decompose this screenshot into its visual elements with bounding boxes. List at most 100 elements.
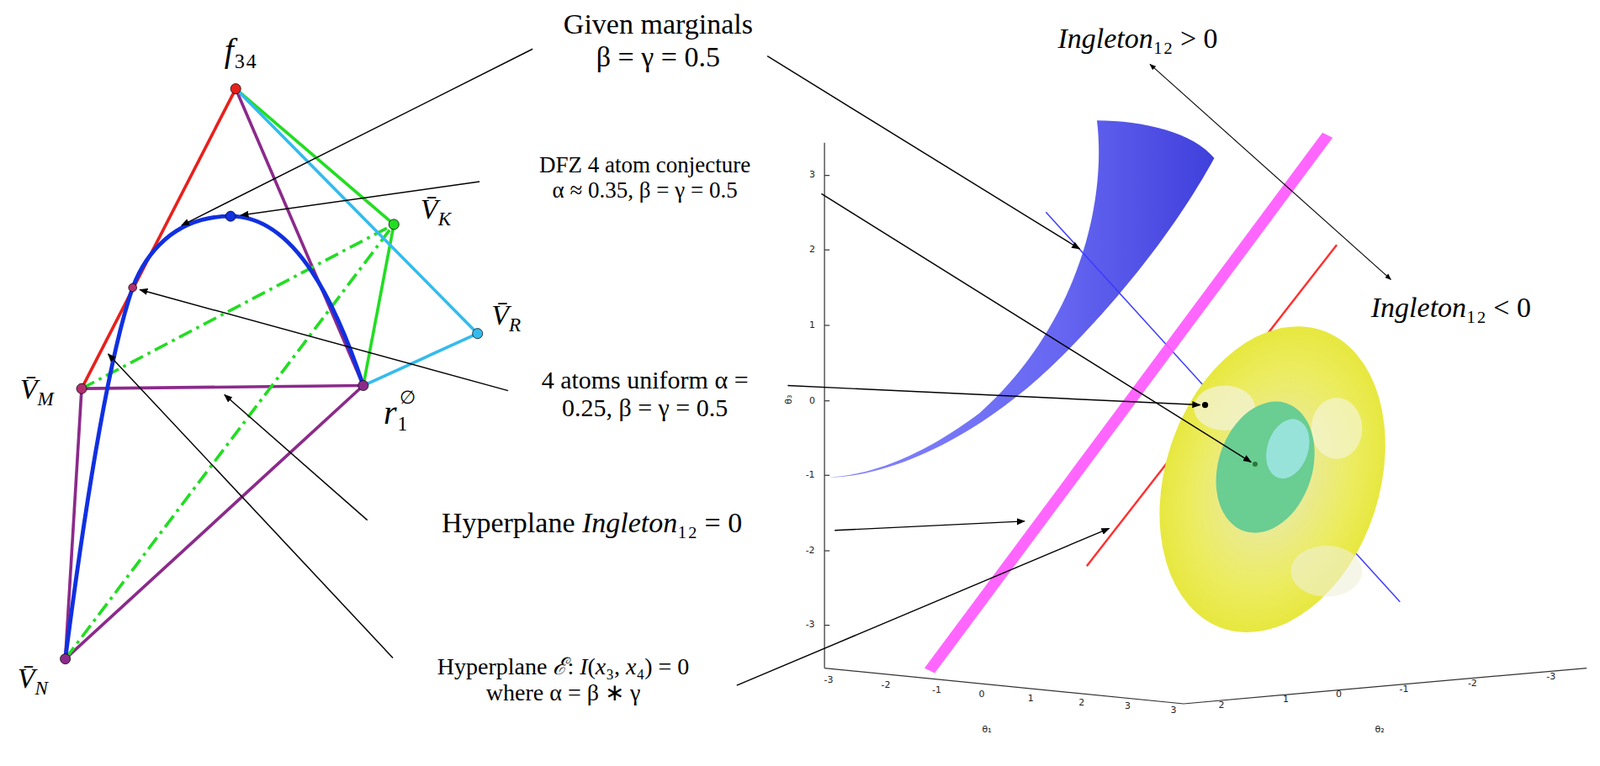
tick-label: -1 [1398, 684, 1411, 695]
region-label: Ingleton₁₂ < 0 [1369, 291, 1533, 324]
text-run: ∅ [399, 386, 416, 408]
text-run: R [508, 314, 521, 337]
vertex-label: V̄M [18, 373, 56, 411]
callout-text: Hyperplane ℰ: I(x₃, x₄) = 0 where α = β … [432, 653, 695, 707]
polytope-edges [363, 224, 394, 387]
axis-label: θ₃ [784, 393, 795, 407]
text-run: I [579, 653, 588, 680]
yellow-region [1259, 413, 1318, 485]
polytope-edges [81, 89, 236, 390]
tick-label: -2 [1466, 678, 1479, 689]
polytope-edges [65, 388, 82, 659]
vertex-dots [388, 219, 399, 230]
vertex-label: V̄N [15, 662, 50, 700]
vertex-label: V̄K [418, 193, 453, 231]
leader-lines [108, 48, 1392, 686]
callout-text: Hyperplane Ingleton₁₂ = 0 [439, 507, 744, 540]
plot-axes [824, 625, 830, 626]
callout-text: 4 atoms uniform α = 0.25, β = γ = 0.5 [538, 365, 752, 423]
vertex-dots [358, 380, 369, 391]
yellow-region [1202, 402, 1208, 408]
vertex-label: V̄R [489, 299, 523, 337]
text-run: M [37, 387, 53, 410]
text-run: N [34, 677, 48, 700]
leader-lines [821, 193, 1251, 462]
tick-label: 1 [1026, 694, 1036, 705]
vertex-dots [230, 83, 241, 94]
text-run: ℰ [552, 653, 567, 680]
plot-axes [824, 668, 1184, 705]
text-run: K [438, 207, 451, 230]
leader-lines [181, 48, 533, 226]
text-run: V̄ [17, 662, 36, 695]
yellow-region [1252, 461, 1258, 467]
tick-label: 1 [1281, 694, 1291, 705]
leader-lines [108, 354, 393, 658]
leader-lines [736, 528, 1110, 686]
leader-lines [139, 290, 509, 392]
vertex-dots [225, 211, 236, 222]
vertex-dots [472, 328, 483, 340]
vertex-label: f₃₄ [222, 31, 260, 70]
plot-axes [824, 324, 830, 326]
tick-label: -2 [879, 680, 892, 691]
polytope-edges [65, 386, 364, 660]
yellow-region [1122, 296, 1424, 663]
vertex-dots [60, 654, 71, 665]
leader-lines [834, 521, 1025, 531]
tick-label: 3 [1168, 705, 1178, 716]
callout-text: DFZ 4 atom conjecture α ≈ 0.35, β = γ = … [535, 152, 755, 203]
text-run: Ingleton [1057, 22, 1153, 54]
plot-axes [824, 400, 830, 402]
plot-axes [824, 475, 830, 477]
tick-label: 3 [1123, 701, 1133, 712]
tick-label: 2 [1076, 698, 1087, 709]
axis-label: θ₁ [980, 725, 993, 736]
yellow-region [1290, 545, 1362, 598]
leader-lines [787, 386, 1200, 406]
polytope-edges [235, 89, 394, 225]
tick-label: 2 [807, 244, 817, 255]
tick-label: 3 [807, 169, 817, 181]
tick-label: -1 [930, 685, 944, 696]
vertex-label: r₁∅ [381, 394, 427, 433]
tick-label: 0 [1334, 689, 1344, 700]
text-run: x [625, 653, 636, 680]
blue-surface [828, 120, 1215, 478]
plot-axes [824, 249, 830, 251]
text-run: r [383, 393, 398, 432]
tick-label: 1 [807, 320, 817, 331]
leader-lines [1149, 63, 1391, 280]
text-run: V̄ [20, 373, 38, 405]
axis-label: θ₂ [1372, 725, 1386, 736]
polytope-edges [65, 89, 478, 660]
polytope-edges [65, 224, 395, 660]
plot-axes [1183, 668, 1587, 705]
tick-label: 0 [807, 396, 817, 407]
text-run: x [595, 653, 606, 680]
tick-label: -3 [821, 675, 835, 686]
tick-label: 0 [976, 689, 986, 700]
yellow-region [1311, 397, 1363, 460]
polytope-edges [81, 386, 364, 390]
vertex-dots [60, 83, 483, 664]
yellow-region [1122, 296, 1424, 663]
tick-label: -2 [804, 545, 817, 557]
text-run: Ingleton [582, 507, 678, 539]
text-run: V̄ [420, 193, 439, 225]
entropy-curve [65, 216, 364, 659]
tick-label: -3 [1544, 672, 1558, 683]
plot-axes [824, 174, 830, 176]
plot-axes [824, 143, 1587, 705]
callout-text: Given marginals β = γ = 0.5 [559, 8, 757, 73]
vertex-dots [128, 283, 138, 292]
text-run: V̄ [491, 299, 509, 331]
tick-label: -1 [804, 470, 817, 481]
tick-label: -3 [804, 619, 817, 631]
plot-axes [824, 550, 830, 551]
yellow-region [1199, 388, 1331, 546]
text-run: f [224, 31, 234, 69]
plot-axes [824, 143, 826, 669]
